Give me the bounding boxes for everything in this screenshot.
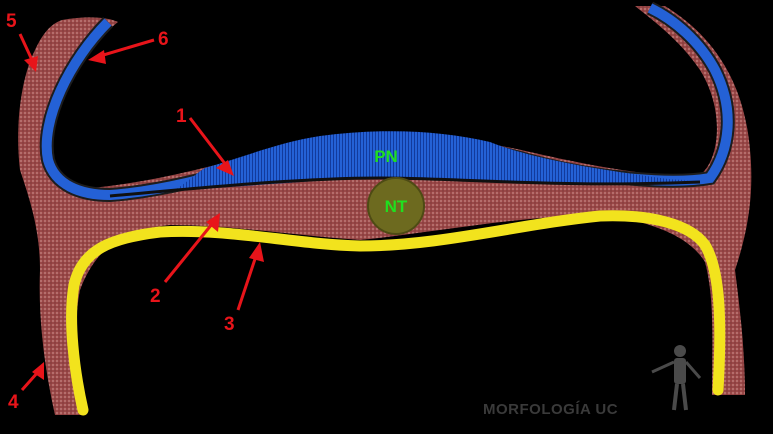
notochord (367, 177, 425, 235)
neural-plate-basal-edge (109, 176, 701, 198)
notochord-label: NT (385, 197, 408, 216)
neural-plate-label: PN (374, 147, 398, 166)
endoderm-layer (66, 210, 726, 416)
neural-plate (175, 131, 690, 190)
callout-4-number: 4 (8, 392, 19, 413)
callout-1: 1 (176, 106, 234, 176)
callout-5: 5 (6, 11, 38, 72)
watermark-text: MORFOLOGÍA UC (483, 401, 618, 418)
callout-6-number: 6 (158, 29, 169, 50)
callout-2: 2 (150, 213, 220, 307)
callout-3-number: 3 (224, 314, 235, 335)
anatomy-figure-logo (651, 345, 702, 411)
callout-5-number: 5 (6, 11, 17, 32)
callout-3: 3 (224, 242, 264, 335)
callout-1-number: 1 (176, 106, 187, 127)
callout-2-number: 2 (150, 286, 161, 307)
callout-4: 4 (8, 362, 44, 413)
callout-6: 6 (88, 29, 169, 64)
